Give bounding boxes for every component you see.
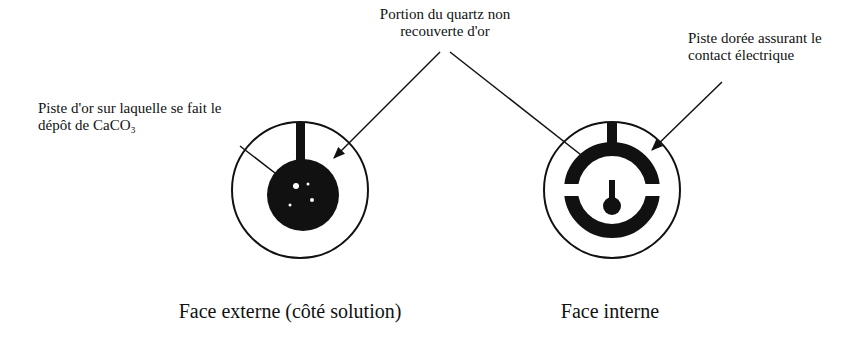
- face-caption: Face externe (côté solution): [160, 300, 420, 323]
- face-caption: Face interne: [500, 300, 720, 323]
- external-face: [232, 122, 368, 258]
- callout-label: Piste d'or sur laquelle se fait le dépôt…: [38, 100, 243, 135]
- callout-label: Portion du quartz non recouverte d'or: [355, 6, 535, 41]
- leader-lines: [240, 52, 722, 180]
- callout-label: Piste dorée assurant le contact électriq…: [688, 30, 858, 65]
